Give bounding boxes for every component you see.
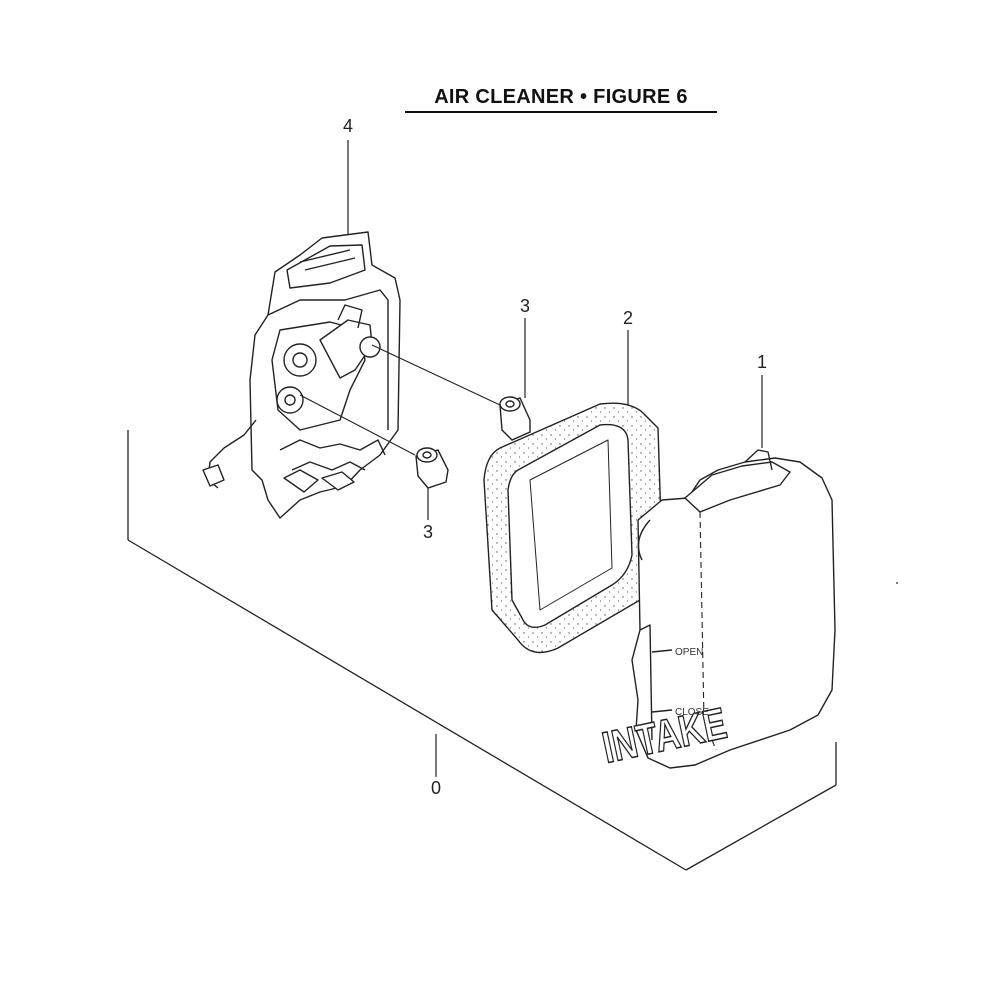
assembly-bracket — [127, 430, 837, 871]
air-cleaner-base — [202, 231, 401, 519]
cover-open-label: OPEN — [675, 647, 703, 658]
title-underline — [405, 111, 717, 113]
spacer-lower — [299, 394, 449, 489]
spacer-upper — [371, 344, 531, 441]
callout-cover: 1 — [756, 352, 767, 372]
foam-filter — [483, 402, 663, 654]
callout-assembly: 0 — [430, 778, 441, 798]
callout-base: 4 — [342, 116, 353, 136]
callout-spacer-upper: 3 — [519, 296, 530, 316]
figure-title: AIR CLEANER • FIGURE 6 — [434, 86, 688, 108]
intake-cover — [631, 449, 836, 769]
callout-spacer-lower: 3 — [422, 522, 433, 542]
cover-close-label: CLOSE — [675, 707, 709, 718]
stray-mark — [896, 582, 898, 584]
callout-filter: 2 — [622, 308, 633, 328]
